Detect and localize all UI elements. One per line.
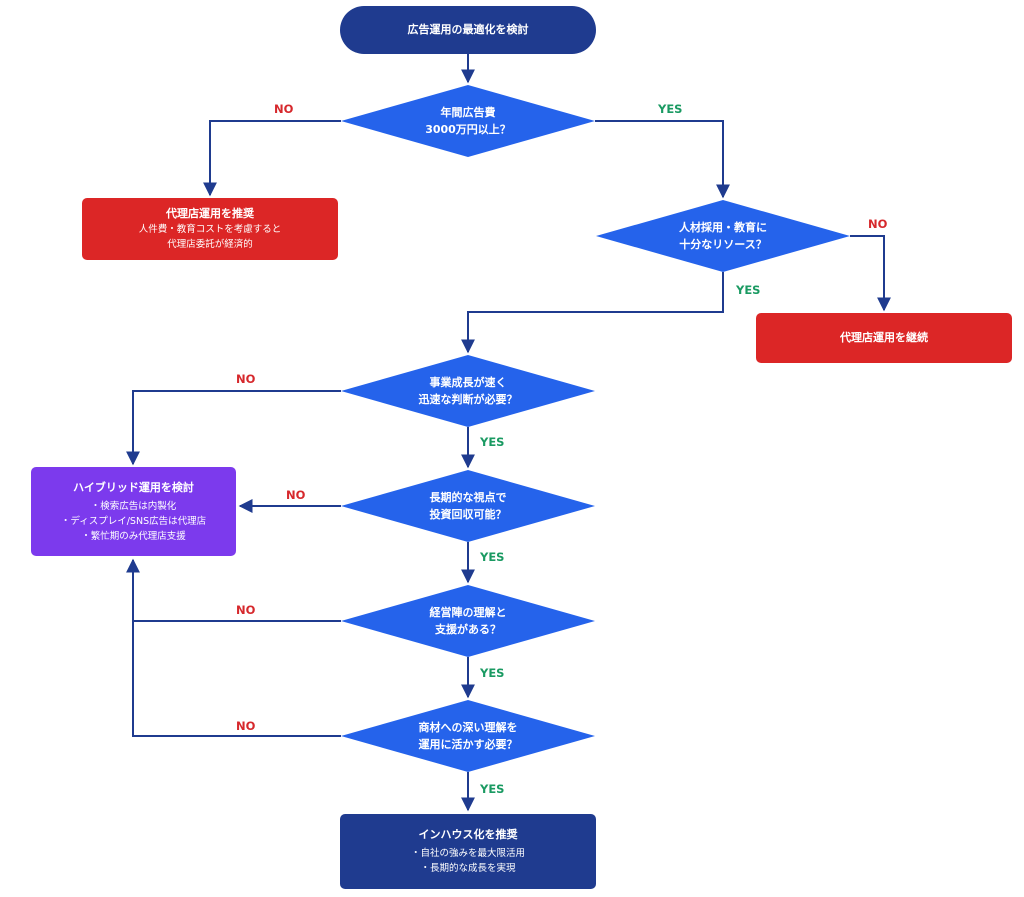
- edge-label-no-product: NO: [236, 719, 256, 733]
- start-title: 広告運用の最適化を検討: [407, 23, 529, 36]
- edge-resources-yes: [461, 272, 724, 354]
- edge-budget-yes: [595, 120, 730, 199]
- agency-recommend-line2: 代理店委託が経済的: [167, 239, 253, 250]
- start-node: 広告運用の最適化を検討: [340, 6, 596, 54]
- diamond-long-term: [341, 470, 595, 542]
- edge-label-yes-growth: YES: [480, 435, 505, 449]
- diamond-annual-budget: [341, 85, 595, 157]
- hybrid-node: ハイブリッド運用を検討 ・検索広告は内製化 ・ディスプレイ/SNS広告は代理店 …: [31, 467, 236, 556]
- edge-label-yes-longterm: YES: [480, 550, 505, 564]
- edge-label-yes-management: YES: [480, 666, 505, 680]
- agency-recommend-title: 代理店運用を推奨: [166, 207, 254, 220]
- edge-label-no-budget: NO: [274, 102, 294, 116]
- agency-recommend-node: 代理店運用を推奨 人件費・教育コストを考慮すると 代理店委託が経済的: [82, 198, 338, 260]
- edge-label-no-longterm: NO: [286, 488, 306, 502]
- edge-label-no-management: NO: [236, 603, 256, 617]
- diamond-product-knowledge: [341, 700, 595, 772]
- edge-resources-no: [850, 235, 891, 312]
- edge-product-no: [132, 621, 341, 737]
- diamond-management-support: [341, 585, 595, 657]
- hybrid-line2: ・ディスプレイ/SNS広告は代理店: [60, 515, 207, 527]
- edge-label-no-growth: NO: [236, 372, 256, 386]
- diamond-resources: [596, 200, 850, 272]
- diamond-fast-growth: [341, 355, 595, 427]
- hybrid-line3: ・繁忙期のみ代理店支援: [81, 530, 186, 542]
- agency-continue-title: 代理店運用を継続: [840, 331, 928, 344]
- inhouse-node: インハウス化を推奨 ・自社の強みを最大限活用 ・長期的な成長を実現: [340, 814, 596, 889]
- inhouse-line1: ・自社の強みを最大限活用: [410, 848, 525, 859]
- edge-budget-no: [203, 120, 341, 197]
- inhouse-title: インハウス化を推奨: [418, 828, 518, 841]
- hybrid-title: ハイブリッド運用を検討: [73, 480, 194, 494]
- edge-label-no-resources: NO: [868, 217, 888, 231]
- edge-growth-no: [126, 390, 341, 466]
- edge-label-yes-resources: YES: [736, 283, 761, 297]
- edge-label-yes-budget: YES: [658, 102, 683, 116]
- inhouse-line2: ・長期的な成長を実現: [420, 863, 516, 874]
- agency-recommend-line1: 人件費・教育コストを考慮すると: [138, 224, 282, 235]
- edge-label-yes-product: YES: [480, 782, 505, 796]
- agency-continue-node: 代理店運用を継続: [756, 313, 1012, 363]
- hybrid-line1: ・検索広告は内製化: [90, 500, 177, 512]
